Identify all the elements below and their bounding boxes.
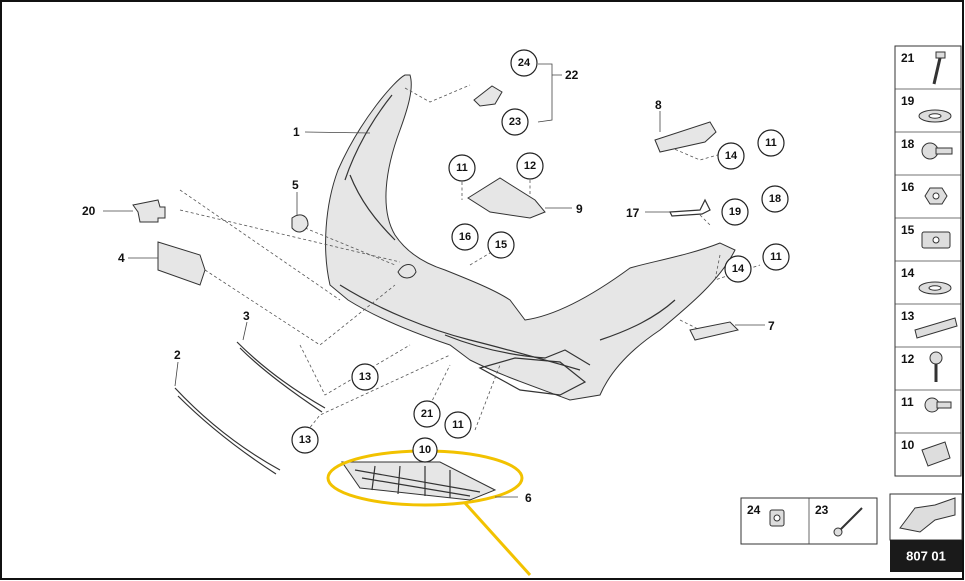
label-2: 2 xyxy=(174,348,181,362)
callout-11-a: 11 xyxy=(448,154,476,182)
clip-strip-icon xyxy=(914,317,958,339)
callout-11-c: 11 xyxy=(762,243,790,271)
callout-11-d: 11 xyxy=(444,411,472,439)
spring-nut-icon xyxy=(921,231,951,249)
panel-label-18: 18 xyxy=(901,137,915,151)
plain-labels: 1 2 3 4 5 6 7 8 9 17 20 22 xyxy=(82,68,775,505)
nut-icon xyxy=(769,509,785,527)
svg-text:13: 13 xyxy=(359,371,371,383)
svg-text:11: 11 xyxy=(770,251,782,263)
callout-13-b: 13 xyxy=(291,426,319,454)
callout-14-a: 14 xyxy=(717,142,745,170)
part-9-bracket xyxy=(467,177,546,219)
label-3: 3 xyxy=(243,309,250,323)
page-code: 807 01 xyxy=(906,549,946,564)
label-9: 9 xyxy=(576,202,583,216)
callout-21: 21 xyxy=(413,400,441,428)
label-4: 4 xyxy=(118,251,125,265)
svg-text:11: 11 xyxy=(452,419,464,431)
bottom-part-boxes: 24 23 xyxy=(740,497,878,545)
panel-label-16: 16 xyxy=(901,180,915,194)
callout-24-top: 24 xyxy=(510,49,538,77)
part-3-trim xyxy=(236,341,326,413)
part-17-bracket xyxy=(669,198,711,217)
part-20-bolt xyxy=(132,199,166,223)
svg-text:24: 24 xyxy=(518,57,531,69)
svg-text:15: 15 xyxy=(495,239,507,251)
label-7: 7 xyxy=(768,319,775,333)
part-8-bracket xyxy=(654,121,717,153)
page-code-box: 807 01 xyxy=(889,493,963,572)
part-4-bracket xyxy=(157,241,206,286)
part-22-cover xyxy=(473,85,503,107)
svg-text:11: 11 xyxy=(765,137,777,149)
callout-11-b: 11 xyxy=(757,129,785,157)
svg-text:12: 12 xyxy=(524,160,536,172)
washer-icon xyxy=(918,109,952,123)
label-17: 17 xyxy=(626,206,640,220)
leader-lines xyxy=(103,63,765,498)
callout-10: 10 xyxy=(412,437,438,463)
rivet-icon xyxy=(833,507,863,537)
label-8: 8 xyxy=(655,98,662,112)
front-bumper xyxy=(325,74,736,401)
svg-text:21: 21 xyxy=(421,408,433,420)
clip-nut-icon xyxy=(921,441,951,467)
svg-text:23: 23 xyxy=(509,116,521,128)
svg-text:16: 16 xyxy=(459,231,471,243)
panel-label-10: 10 xyxy=(901,438,915,452)
svg-text:18: 18 xyxy=(769,193,781,205)
label-20: 20 xyxy=(82,204,96,218)
label-6: 6 xyxy=(525,491,532,505)
flange-screw-icon xyxy=(921,142,953,160)
label-1: 1 xyxy=(293,125,300,139)
callout-18: 18 xyxy=(761,185,789,213)
washer-icon-2 xyxy=(918,281,952,295)
svg-text:11: 11 xyxy=(456,162,468,174)
screw-icon xyxy=(924,397,952,413)
box-label-24: 24 xyxy=(747,503,761,517)
part-2-trim xyxy=(174,387,281,475)
panel-label-12: 12 xyxy=(901,352,915,366)
circled-labels: 24 23 11 12 14 11 16 15 19 18 14 11 13 1… xyxy=(291,49,790,463)
callout-15: 15 xyxy=(487,231,515,259)
svg-text:19: 19 xyxy=(729,206,741,218)
fastener-side-panel: 21 19 18 16 15 14 13 12 11 10 xyxy=(894,45,962,477)
callout-13-a: 13 xyxy=(351,363,379,391)
panel-label-13: 13 xyxy=(901,309,915,323)
hex-nut-icon xyxy=(924,187,948,205)
panel-label-14: 14 xyxy=(901,266,915,280)
callout-23-top: 23 xyxy=(501,108,529,136)
svg-text:13: 13 xyxy=(299,434,311,446)
callout-16: 16 xyxy=(451,223,479,251)
svg-text:14: 14 xyxy=(732,263,745,275)
panel-label-19: 19 xyxy=(901,94,915,108)
callout-12: 12 xyxy=(516,152,544,180)
label-22: 22 xyxy=(565,68,579,82)
callout-19-a: 19 xyxy=(721,198,749,226)
part-16-clip xyxy=(397,264,417,279)
plastic-rivet-icon xyxy=(929,351,943,382)
svg-text:10: 10 xyxy=(419,444,431,456)
panel-label-21: 21 xyxy=(901,51,915,65)
box-label-23: 23 xyxy=(815,503,829,517)
part-7-reflector xyxy=(689,321,739,341)
label-5: 5 xyxy=(292,178,299,192)
svg-text:14: 14 xyxy=(725,150,738,162)
panel-label-15: 15 xyxy=(901,223,915,237)
panel-label-11: 11 xyxy=(901,395,914,409)
callout-14-b: 14 xyxy=(724,255,752,283)
part-5-clip xyxy=(291,214,309,233)
part-6-grille xyxy=(341,461,497,501)
bolt-icon xyxy=(932,51,946,85)
